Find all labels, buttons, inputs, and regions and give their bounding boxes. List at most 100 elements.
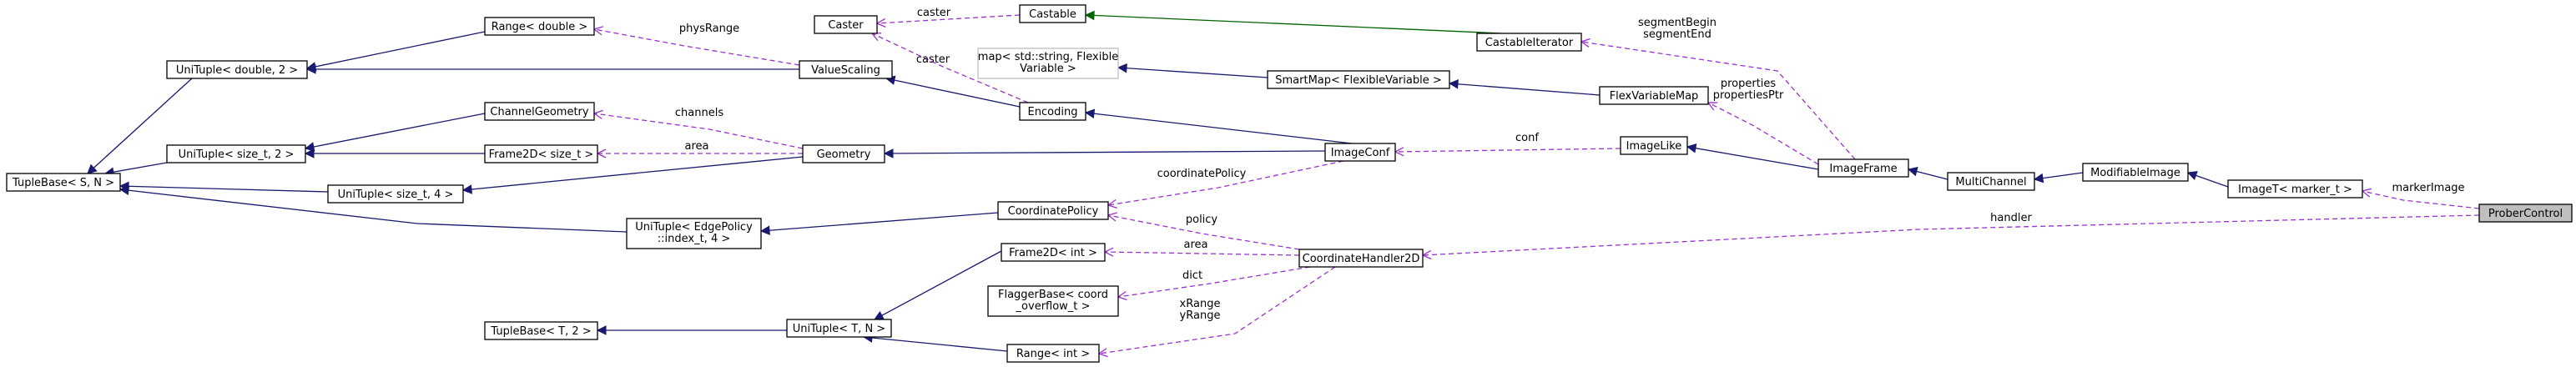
class-node-flex-variable-map[interactable]: FlexVariableMap	[1599, 86, 1709, 105]
class-node-map-string[interactable]: map< std::string, FlexibleVariable >	[977, 48, 1119, 79]
class-node-caster[interactable]: Caster	[814, 15, 878, 34]
arrowhead-icon	[1686, 143, 1697, 153]
class-box	[1947, 172, 2035, 191]
class-node-castable[interactable]: Castable	[1019, 4, 1086, 23]
class-label: ChannelGeometry	[490, 106, 589, 118]
class-node-coordinate-policy[interactable]: CoordinatePolicy	[997, 201, 1109, 220]
class-node-image-frame[interactable]: ImageFrame	[1817, 158, 1909, 178]
edge-frame2d_size-to-geometry: area	[596, 140, 803, 158]
edge-line	[863, 336, 1008, 352]
class-box	[327, 184, 464, 204]
class-node-flaggerbase[interactable]: FlaggerBase< coord_overflow_t >	[987, 285, 1119, 317]
arrowhead-icon	[304, 142, 315, 152]
class-box	[799, 60, 893, 79]
class-label: CoordinatePolicy	[1008, 205, 1099, 218]
edge-image_frame-to-image_like	[1686, 143, 1819, 170]
edge-unituple_t_n-to-tuplebase_t_2	[596, 325, 787, 335]
class-node-smartmap[interactable]: SmartMap< FlexibleVariable >	[1267, 70, 1450, 89]
edge-multichannel-to-image_frame	[1907, 166, 1948, 180]
class-label: Range< double >	[492, 21, 588, 33]
class-node-castable-iterator[interactable]: CastableIterator	[1476, 33, 1582, 52]
class-node-coordinate-handler-2d[interactable]: CoordinateHandler2D	[1298, 249, 1424, 268]
arrowhead-icon	[2186, 171, 2198, 180]
edge-coordinate_policy-to-unituple_edgepolicy	[759, 212, 999, 235]
class-box	[1298, 249, 1424, 268]
edge-line	[1117, 67, 1268, 78]
class-box	[6, 173, 121, 192]
edge-label: caster	[917, 7, 951, 19]
edge-label: channels	[675, 107, 723, 119]
edge-label-line: coordinatePolicy	[1157, 168, 1247, 180]
edge-line	[462, 156, 804, 191]
edge-label: coordinatePolicy	[1157, 168, 1247, 180]
class-node-image-conf[interactable]: ImageConf	[1324, 143, 1396, 162]
arrowhead-icon	[118, 185, 130, 195]
edge-line	[119, 185, 329, 193]
edge-line	[1707, 102, 1819, 165]
arrowhead-icon	[1084, 108, 1096, 118]
class-label: Castable	[1029, 8, 1076, 21]
edge-line	[1449, 83, 1601, 96]
class-label: Frame2D< int >	[1009, 247, 1097, 259]
class-label: ValueScaling	[811, 64, 880, 77]
class-node-modifiable-image[interactable]: ModifiableImage	[2082, 163, 2189, 182]
class-box	[1006, 344, 1100, 363]
edge-line	[305, 113, 486, 149]
class-node-unituple-edgepolicy[interactable]: UniTuple< EdgePolicy::index_t, 4 >	[626, 218, 762, 249]
class-box	[484, 102, 595, 121]
class-box	[1817, 158, 1909, 178]
class-label: UniTuple< size_t, 4 >	[338, 189, 454, 201]
edge-line	[1394, 148, 1621, 153]
class-node-frame2d-size[interactable]: Frame2D< size_t >	[484, 144, 598, 163]
edge-range_double-to-value_scaling: physRange	[592, 23, 800, 66]
edge-unituple_size_4-to-tuplebase_s_n	[118, 181, 329, 193]
class-label: Geometry	[817, 148, 871, 161]
class-node-multichannel[interactable]: MultiChannel	[1947, 172, 2035, 191]
class-node-range-double[interactable]: Range< double >	[484, 17, 595, 36]
edge-line	[871, 33, 1029, 103]
class-node-range-int[interactable]: Range< int >	[1006, 344, 1100, 363]
class-node-unituple-size-2[interactable]: UniTuple< size_t, 2 >	[166, 144, 306, 163]
class-label: Encoding	[1028, 106, 1078, 118]
class-label: UniTuple< EdgePolicy	[635, 221, 753, 234]
class-box	[2227, 179, 2363, 199]
class-node-geometry[interactable]: Geometry	[802, 144, 885, 163]
edge-flex_variable_map-to-smartmap	[1448, 79, 1601, 96]
class-label: ModifiableImage	[2090, 167, 2180, 179]
class-box	[2478, 204, 2573, 223]
edge-line	[760, 212, 999, 232]
class-label: Variable >	[1020, 63, 1076, 75]
class-label: _overflow_t >	[1016, 300, 1091, 313]
class-node-unituple-double-2[interactable]: UniTuple< double, 2 >	[166, 60, 308, 79]
class-node-tuplebase-s-n[interactable]: TupleBase< S, N >	[6, 173, 121, 192]
edge-unituple_double_2-to-tuplebase_s_n	[87, 78, 193, 174]
edge-label-line: policy	[1186, 214, 1218, 226]
class-node-unituple-t-n[interactable]: UniTuple< T, N >	[786, 319, 892, 338]
class-node-encoding[interactable]: Encoding	[1019, 102, 1086, 121]
class-node-frame2d-int[interactable]: Frame2D< int >	[1001, 243, 1106, 262]
class-node-image-like[interactable]: ImageLike	[1620, 136, 1688, 155]
edge-label-line: physRange	[679, 23, 739, 35]
edge-label-line: caster	[916, 53, 950, 66]
edge-label-line: segmentEnd	[1643, 28, 1711, 41]
class-label: UniTuple< T, N >	[793, 323, 885, 335]
class-box	[166, 60, 308, 79]
class-label: ImageConf	[1331, 147, 1390, 159]
edge-image_like-to-image_conf: conf	[1394, 132, 1621, 157]
edge-line	[876, 14, 1021, 24]
class-node-imaget-marker[interactable]: ImageT< marker_t >	[2227, 179, 2363, 199]
edge-line	[1107, 214, 1300, 250]
arrowhead-icon	[1580, 38, 1590, 48]
class-box	[1019, 102, 1086, 121]
edge-line	[1085, 112, 1353, 144]
class-node-unituple-size-4[interactable]: UniTuple< size_t, 4 >	[327, 184, 464, 204]
class-node-tuplebase-t-2[interactable]: TupleBase< T, 2 >	[484, 321, 598, 340]
class-node-channel-geometry[interactable]: ChannelGeometry	[484, 102, 595, 121]
class-node-prober-control[interactable]: ProberControl	[2478, 204, 2573, 223]
class-node-value-scaling[interactable]: ValueScaling	[799, 60, 893, 79]
arrowhead-icon	[1107, 199, 1117, 209]
edge-label-line: markerImage	[2392, 182, 2464, 194]
